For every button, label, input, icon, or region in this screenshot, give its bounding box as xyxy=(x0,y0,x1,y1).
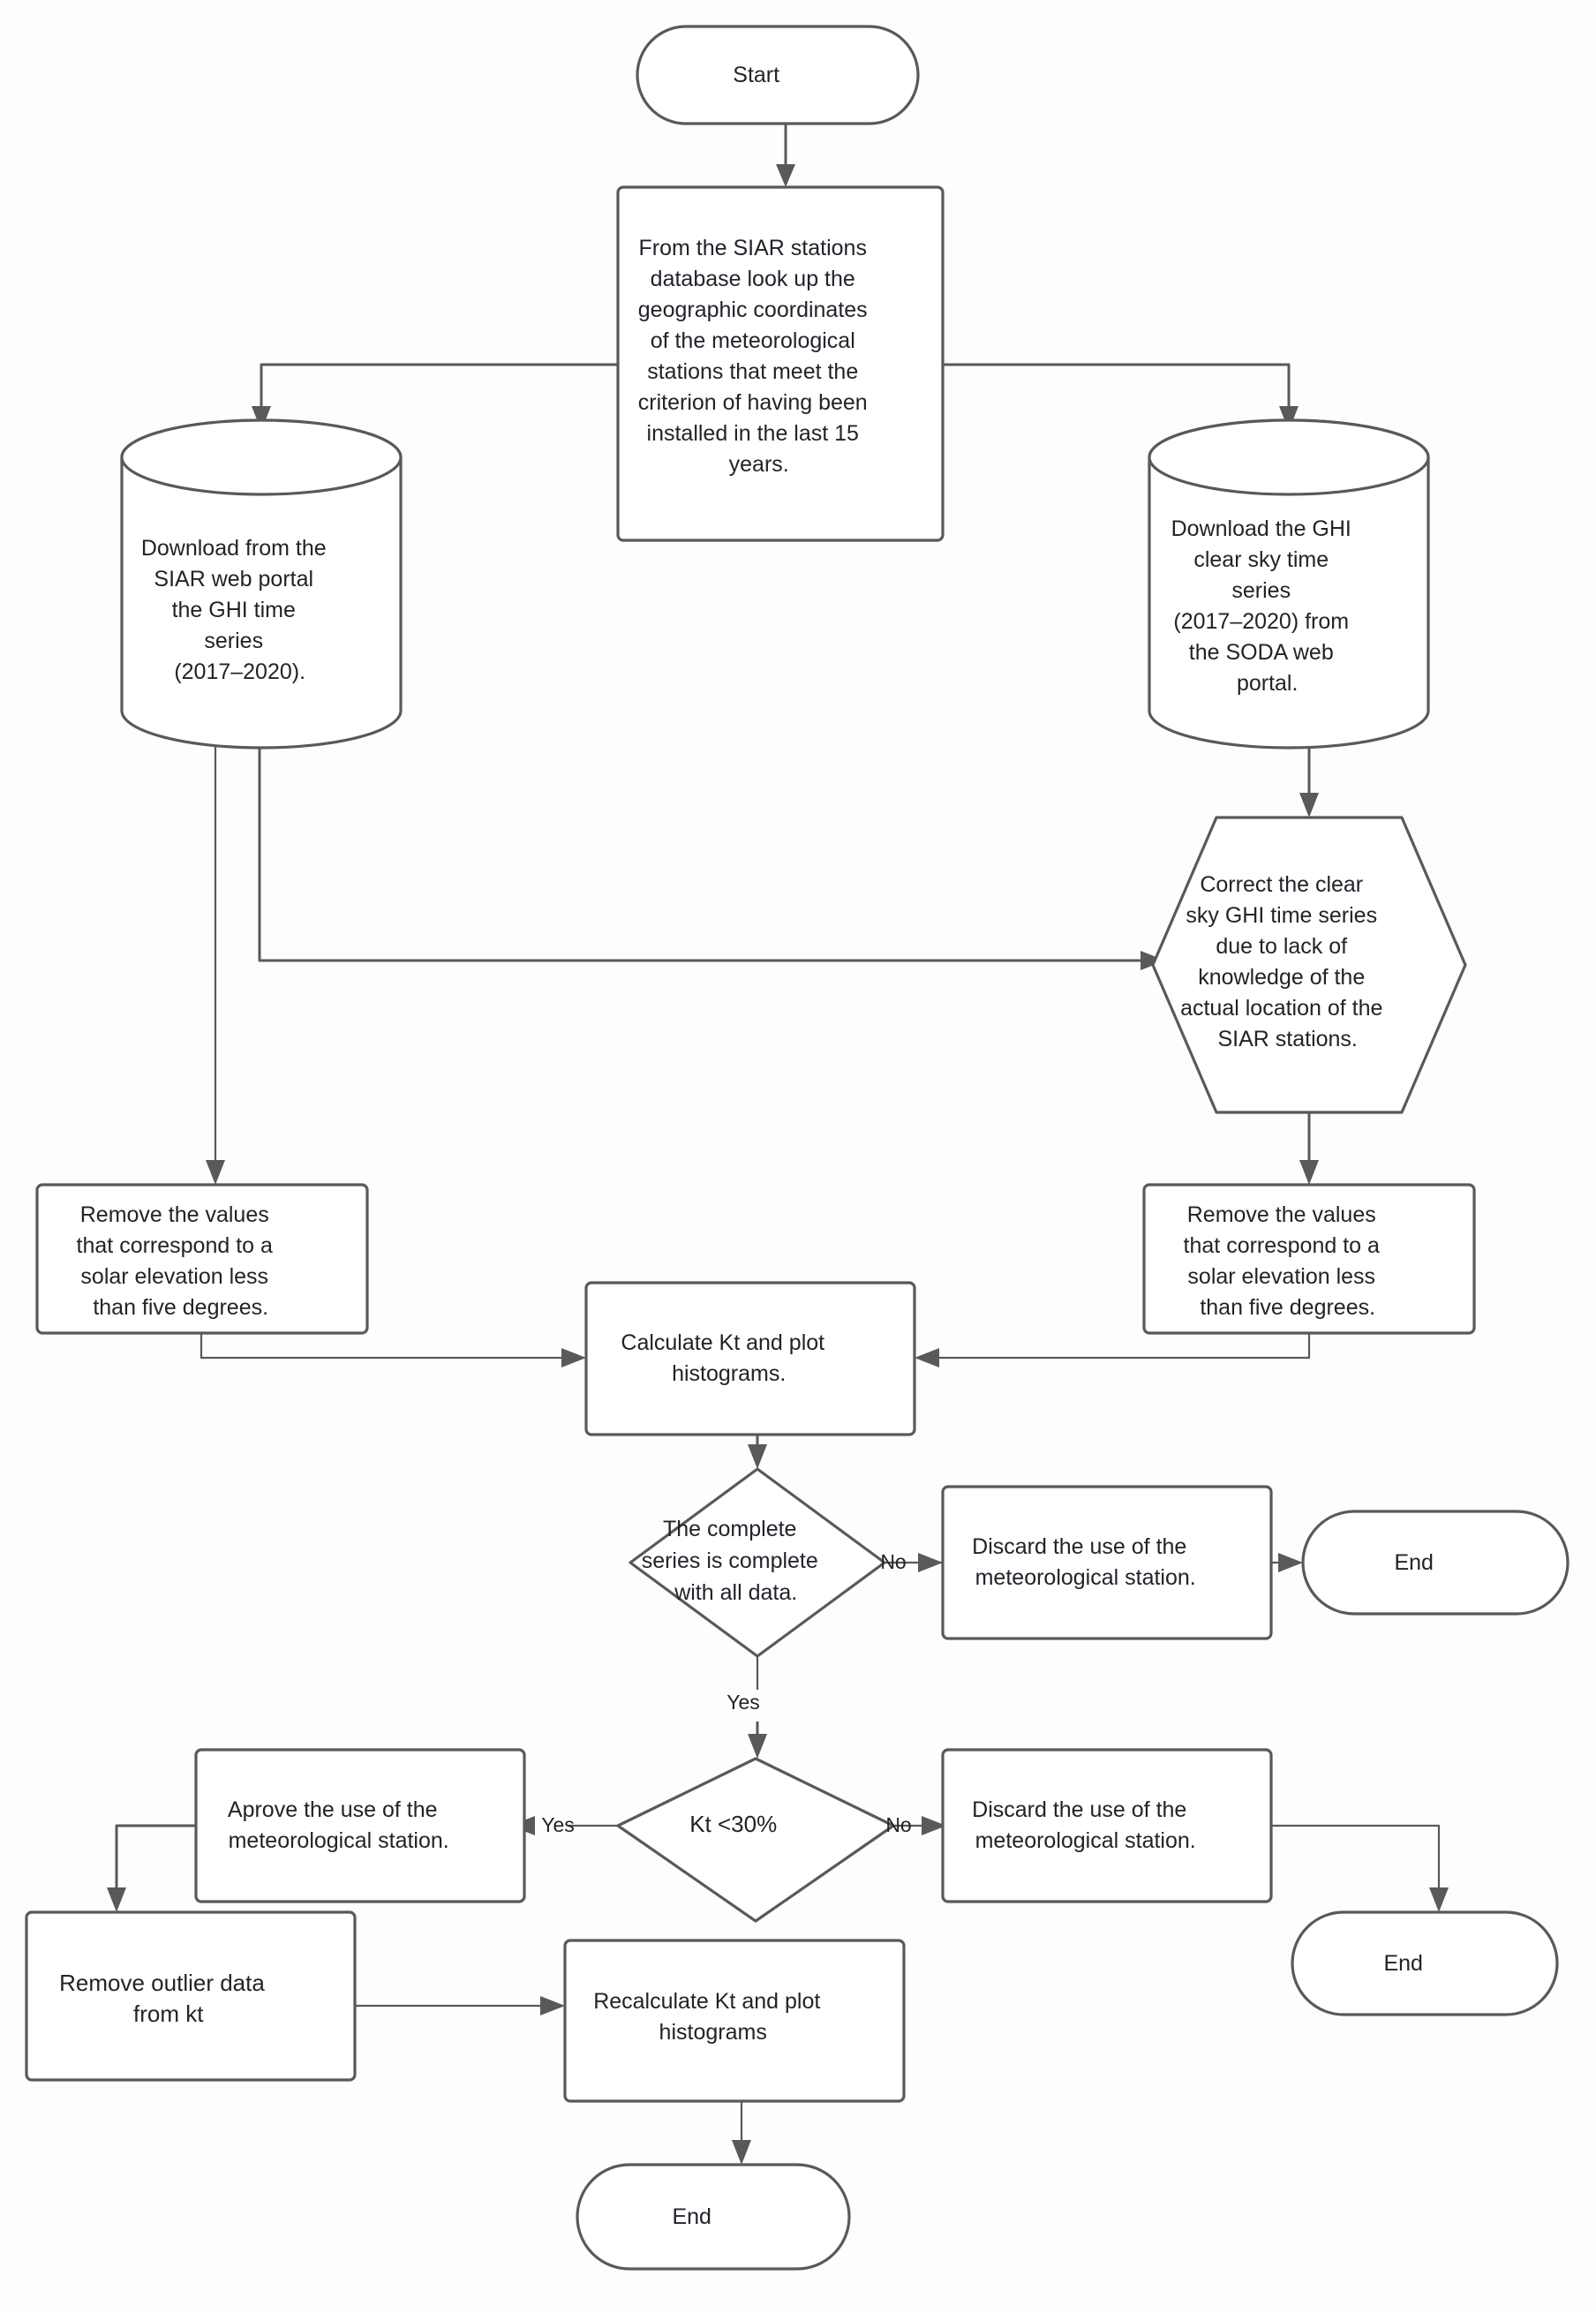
node-discard-2[interactable]: Discard the use of the meteorological st… xyxy=(0,0,1273,1903)
node-remove-low-elev-right[interactable]: Remove the values that correspond to a s… xyxy=(0,0,1476,1335)
node-calculate-kt[interactable]: Calculate Kt and plot histograms. xyxy=(0,0,916,1436)
edge-lookup-to-soda xyxy=(943,363,1299,431)
node-remove-outliers-label: Remove outlier data from kt xyxy=(0,0,322,2027)
node-remove-low-elev-left-label: Remove the values that correspond to a s… xyxy=(0,0,327,1320)
node-series-complete-label: The complete series is complete with all… xyxy=(0,0,873,1605)
node-correct-clearsky[interactable]: Correct the clear sky GHI time series du… xyxy=(0,0,1467,1114)
node-kt-threshold-label: Kt <30% xyxy=(0,0,822,1837)
node-start[interactable]: Start xyxy=(0,0,920,125)
node-remove-low-elev-right-label: Remove the values that correspond to a s… xyxy=(1184,1202,1380,1320)
edge-correct-to-remove-right xyxy=(1299,1112,1319,1185)
edge-start-to-lookup xyxy=(776,124,795,187)
node-end-2-label: End xyxy=(1383,1951,1422,1976)
node-end-3[interactable]: End xyxy=(0,0,851,2271)
edge-decision1-yes xyxy=(748,1656,767,1759)
connector-layer xyxy=(107,124,1449,2165)
node-recalculate-kt-label: Recalculate Kt and plot histograms xyxy=(0,0,876,2045)
node-end-1[interactable]: End xyxy=(0,0,1570,1616)
node-lookup-stations-label: From the SIAR stations database look up … xyxy=(0,0,922,477)
node-end-3-label: End xyxy=(0,0,755,2229)
node-download-siar[interactable]: Download from the SIAR web portal the GH… xyxy=(0,0,403,750)
edge-siar-to-correct xyxy=(258,746,1165,970)
node-end-2[interactable]: End xyxy=(0,0,1559,2016)
edge-label-kt-yes: Yes xyxy=(0,0,603,1836)
node-series-complete[interactable]: The complete series is complete with all… xyxy=(0,0,886,1658)
node-correct-clearsky-label: Correct the clear sky GHI time series du… xyxy=(0,0,1438,1051)
node-end-1-label: End xyxy=(1394,1550,1433,1575)
edge-approve-to-remove-outliers xyxy=(107,1824,196,1912)
edge-siar-to-remove-left xyxy=(206,746,225,1185)
edge-label-decision1-no: No xyxy=(0,0,935,1573)
node-download-soda-label: Download the GHI clear sky time series (… xyxy=(0,0,1406,696)
node-discard-1-label: Discard the use of the meteorological st… xyxy=(972,1534,1196,1590)
edge-remove-left-to-calc xyxy=(200,1333,586,1367)
node-download-siar-label: Download from the SIAR web portal the GH… xyxy=(0,0,381,684)
edge-lookup-to-siar xyxy=(252,363,618,431)
edge-discard2-to-end2 xyxy=(1271,1824,1449,1912)
edge-soda-to-correct xyxy=(1299,746,1319,817)
node-download-soda[interactable]: Download the GHI clear sky time series (… xyxy=(0,0,1430,750)
node-start-label: Start xyxy=(0,0,823,87)
edge-label-decision1-yes: Yes xyxy=(0,0,788,1714)
edge-remove-right-to-calc xyxy=(915,1333,1311,1367)
edge-calc-to-decision1 xyxy=(748,1434,767,1469)
node-calculate-kt-label: Calculate Kt and plot histograms. xyxy=(0,0,880,1386)
node-discard-2-label: Discard the use of the meteorological st… xyxy=(972,1797,1196,1853)
node-remove-low-elev-left[interactable]: Remove the values that correspond to a s… xyxy=(0,0,369,1335)
node-recalculate-kt[interactable]: Recalculate Kt and plot histograms xyxy=(0,0,906,2103)
edge-recalc-to-end3 xyxy=(732,2102,751,2165)
edge-label-kt-no: No xyxy=(0,0,940,1836)
edge-outliers-to-recalc xyxy=(355,1996,565,2015)
node-discard-1[interactable]: Discard the use of the meteorological st… xyxy=(0,0,1273,1640)
node-approve-label: Aprove the use of the meteorological sta… xyxy=(0,0,493,1853)
node-kt-threshold[interactable]: Kt <30% xyxy=(0,0,895,1923)
edge-discard1-to-end1 xyxy=(1271,1553,1303,1572)
node-remove-outliers[interactable]: Remove outlier data from kt xyxy=(0,0,357,2082)
node-lookup-stations[interactable]: From the SIAR stations database look up … xyxy=(0,0,945,542)
node-approve[interactable]: Aprove the use of the meteorological sta… xyxy=(0,0,526,1903)
